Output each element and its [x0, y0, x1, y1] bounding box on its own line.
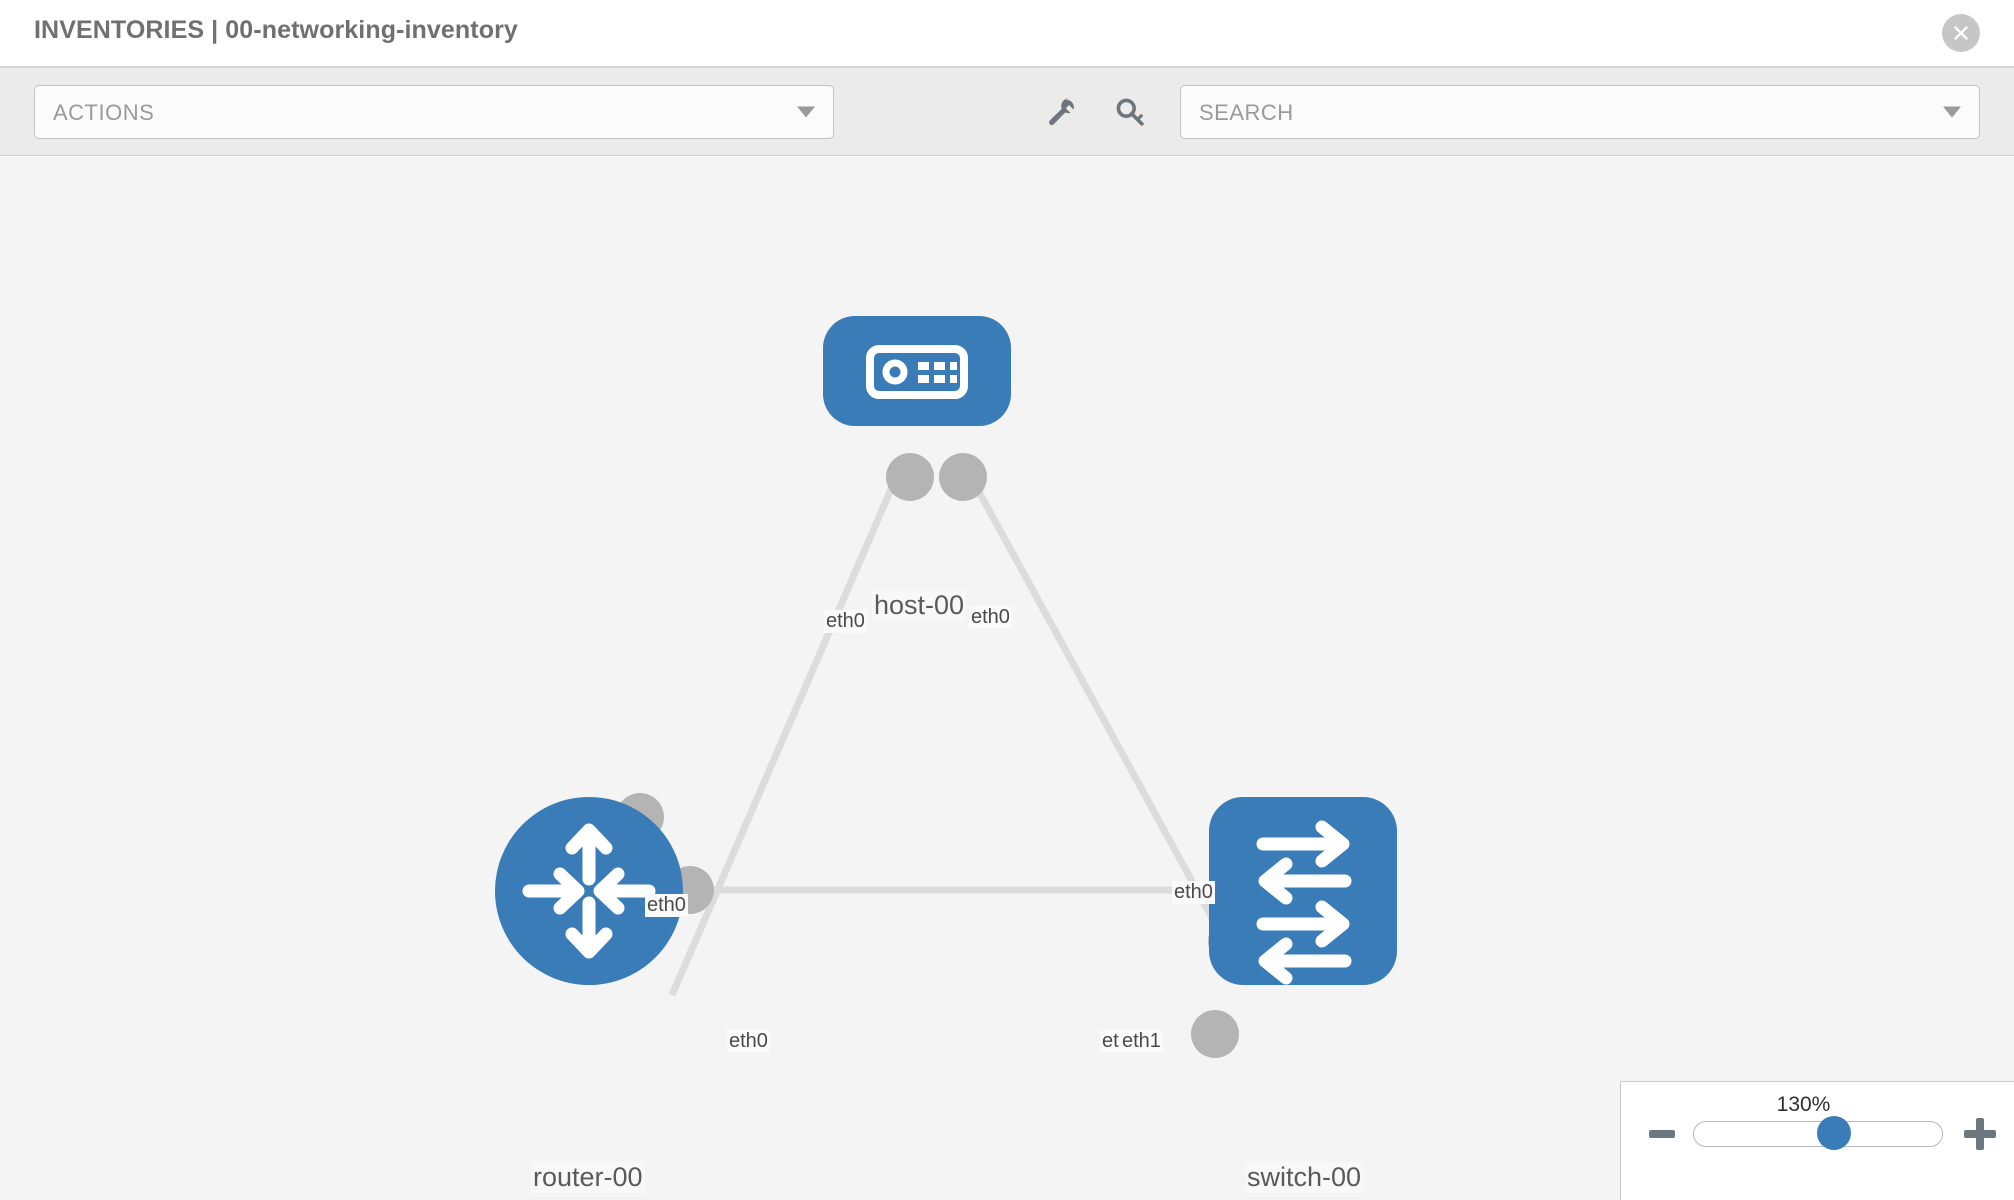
- iface-label-host-right: eth0: [969, 606, 1012, 629]
- page-title: INVENTORIES | 00-networking-inventory: [34, 16, 518, 44]
- node-switch-00: [1209, 797, 1397, 985]
- actions-dropdown[interactable]: ACTIONS: [34, 85, 834, 139]
- key-icon[interactable]: [1108, 90, 1152, 134]
- link-host-switch: [956, 455, 1232, 949]
- server-icon: [866, 345, 968, 399]
- page-header: INVENTORIES | 00-networking-inventory: [0, 0, 2014, 68]
- search-placeholder: SEARCH: [1199, 100, 1294, 125]
- iface-nub-host-left: [886, 453, 934, 501]
- toolbar: ACTIONS SEARCH: [0, 68, 2014, 156]
- topology-interfaces: [616, 453, 1256, 1058]
- node-router-00: [495, 797, 683, 985]
- search-input[interactable]: SEARCH: [1180, 85, 1980, 139]
- plus-icon[interactable]: [1964, 1118, 1996, 1150]
- switch-arrows-icon: [1256, 820, 1352, 985]
- link-host-router: [668, 455, 909, 997]
- iface-label-switch-left: eth1: [1120, 1030, 1163, 1053]
- zoom-slider-thumb[interactable]: [1817, 1116, 1852, 1150]
- node-host-00: [823, 316, 1011, 426]
- router-arrows-icon: [522, 823, 656, 959]
- topology-graph: [495, 316, 1397, 1058]
- actions-dropdown-label: ACTIONS: [53, 100, 155, 125]
- node-label-switch: switch-00: [1245, 1162, 1364, 1194]
- chevron-down-icon: [797, 106, 815, 118]
- zoom-slider-track[interactable]: [1693, 1116, 1943, 1150]
- zoom-control-panel: 130%: [1620, 1081, 2014, 1200]
- minus-icon[interactable]: [1649, 1130, 1675, 1138]
- zoom-percent-label: 130%: [1776, 1093, 1831, 1116]
- node-label-host: host-00: [872, 590, 967, 622]
- topology-links: [668, 455, 1232, 997]
- iface-label-switch-up: eth0: [1172, 881, 1215, 904]
- iface-label-host-left: eth0: [824, 610, 867, 633]
- topology-canvas[interactable]: host-00 router-00 switch-00 eth0 eth0 et…: [0, 157, 2014, 1200]
- close-icon[interactable]: [1942, 14, 1980, 52]
- chevron-down-icon[interactable]: [1943, 106, 1961, 118]
- iface-label-router-right: eth0: [727, 1030, 770, 1053]
- node-label-router: router-00: [531, 1162, 645, 1194]
- iface-label-router-up: eth0: [645, 894, 688, 917]
- wrench-icon[interactable]: [1040, 90, 1084, 134]
- iface-nub-host-right: [939, 453, 987, 501]
- iface-nub-switch-left: [1191, 1010, 1239, 1058]
